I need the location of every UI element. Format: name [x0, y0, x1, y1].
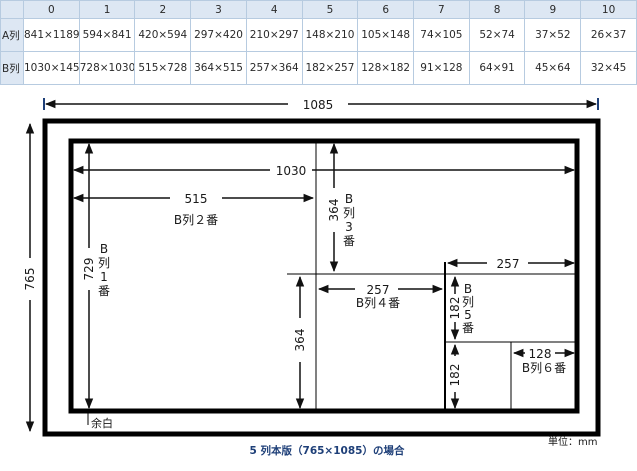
table-row: B列 1030×1456 728×1030 515×728 364×515 25…	[0, 51, 637, 85]
column-header: 4	[245, 0, 303, 19]
label-b1-char: 1	[100, 270, 108, 284]
label-b3-char: 列	[343, 206, 355, 220]
dim-b7-height: 182	[448, 364, 462, 387]
dim-b6-width: 128	[529, 347, 552, 361]
label-b1: B 列 1 番	[98, 242, 110, 298]
label-b3-char: 番	[343, 234, 355, 248]
dim-inner-width: 1030	[276, 164, 307, 178]
table-cell: 26×37	[580, 18, 637, 52]
table-corner	[0, 0, 24, 19]
table-cell: 105×148	[357, 18, 415, 52]
column-header: 2	[134, 0, 192, 19]
table-cell: 64×91	[468, 51, 526, 85]
table-cell: 148×210	[301, 18, 359, 52]
table-cell: 74×105	[413, 18, 470, 52]
table-cell: 182×257	[301, 51, 359, 85]
dim-b4-width: 257	[367, 283, 390, 297]
row-label: A列	[0, 18, 24, 52]
label-b1-char: B	[100, 242, 108, 256]
column-header: 5	[301, 0, 359, 19]
table-cell: 841×1189	[23, 18, 80, 52]
column-header: 10	[580, 0, 637, 19]
column-header: 7	[413, 0, 470, 19]
dim-b5-width: 257	[497, 257, 520, 271]
table-cell: 594×841	[78, 18, 136, 52]
label-b6: B列６番	[522, 361, 566, 375]
label-b5-char: B	[464, 282, 472, 296]
table-cell: 32×45	[580, 51, 637, 85]
label-b5-char: 番	[462, 321, 474, 335]
label-b2: B列２番	[174, 213, 218, 227]
label-b4: B列４番	[356, 296, 400, 310]
dim-b3-height: 364	[327, 199, 341, 222]
table-cell: 257×364	[245, 51, 303, 85]
label-b3-char: B	[345, 192, 353, 206]
table-cell: 515×728	[134, 51, 192, 85]
table-header-row: 0 1 2 3 4 5 6 7 8 9 10	[0, 0, 637, 19]
label-b3: B 列 3 番	[343, 192, 355, 248]
dim-b1-height: 729	[82, 258, 96, 281]
label-b3-char: 3	[345, 220, 353, 234]
table-cell: 52×74	[468, 18, 526, 52]
dim-outer-width: 1085	[303, 98, 334, 112]
table-cell: 1030×1456	[23, 51, 80, 85]
table-cell: 128×182	[357, 51, 415, 85]
column-header: 6	[357, 0, 415, 19]
label-b1-char: 列	[98, 256, 110, 270]
column-header: 1	[78, 0, 136, 19]
dim-b4-height: 364	[293, 329, 307, 352]
table-cell: 91×128	[413, 51, 470, 85]
diagram-caption: 5 列本版（765×1085）の場合	[250, 444, 405, 457]
dim-outer-height: 765	[23, 268, 37, 291]
row-label: B列	[0, 51, 24, 85]
table-cell: 728×1030	[78, 51, 136, 85]
label-b5-char: 5	[464, 308, 472, 322]
paper-size-table: 0 1 2 3 4 5 6 7 8 9 10 A列 841×1189 594×8…	[0, 0, 637, 85]
margin-label: 余白	[91, 416, 113, 430]
table-row: A列 841×1189 594×841 420×594 297×420 210×…	[0, 18, 637, 52]
dim-b2-width: 515	[185, 192, 208, 206]
column-header: 8	[468, 0, 526, 19]
column-header: 0	[23, 0, 80, 19]
outer-sheet-frame	[42, 118, 601, 437]
dim-b5-height: 182	[448, 297, 462, 320]
label-b5-char: 列	[462, 295, 474, 309]
label-b5: B 列 5 番	[462, 282, 474, 335]
unit-label: 単位：mm	[548, 435, 597, 448]
table-cell: 420×594	[134, 18, 192, 52]
table-cell: 364×515	[190, 51, 247, 85]
label-b1-char: 番	[98, 284, 110, 298]
inner-area-frame	[68, 138, 580, 414]
